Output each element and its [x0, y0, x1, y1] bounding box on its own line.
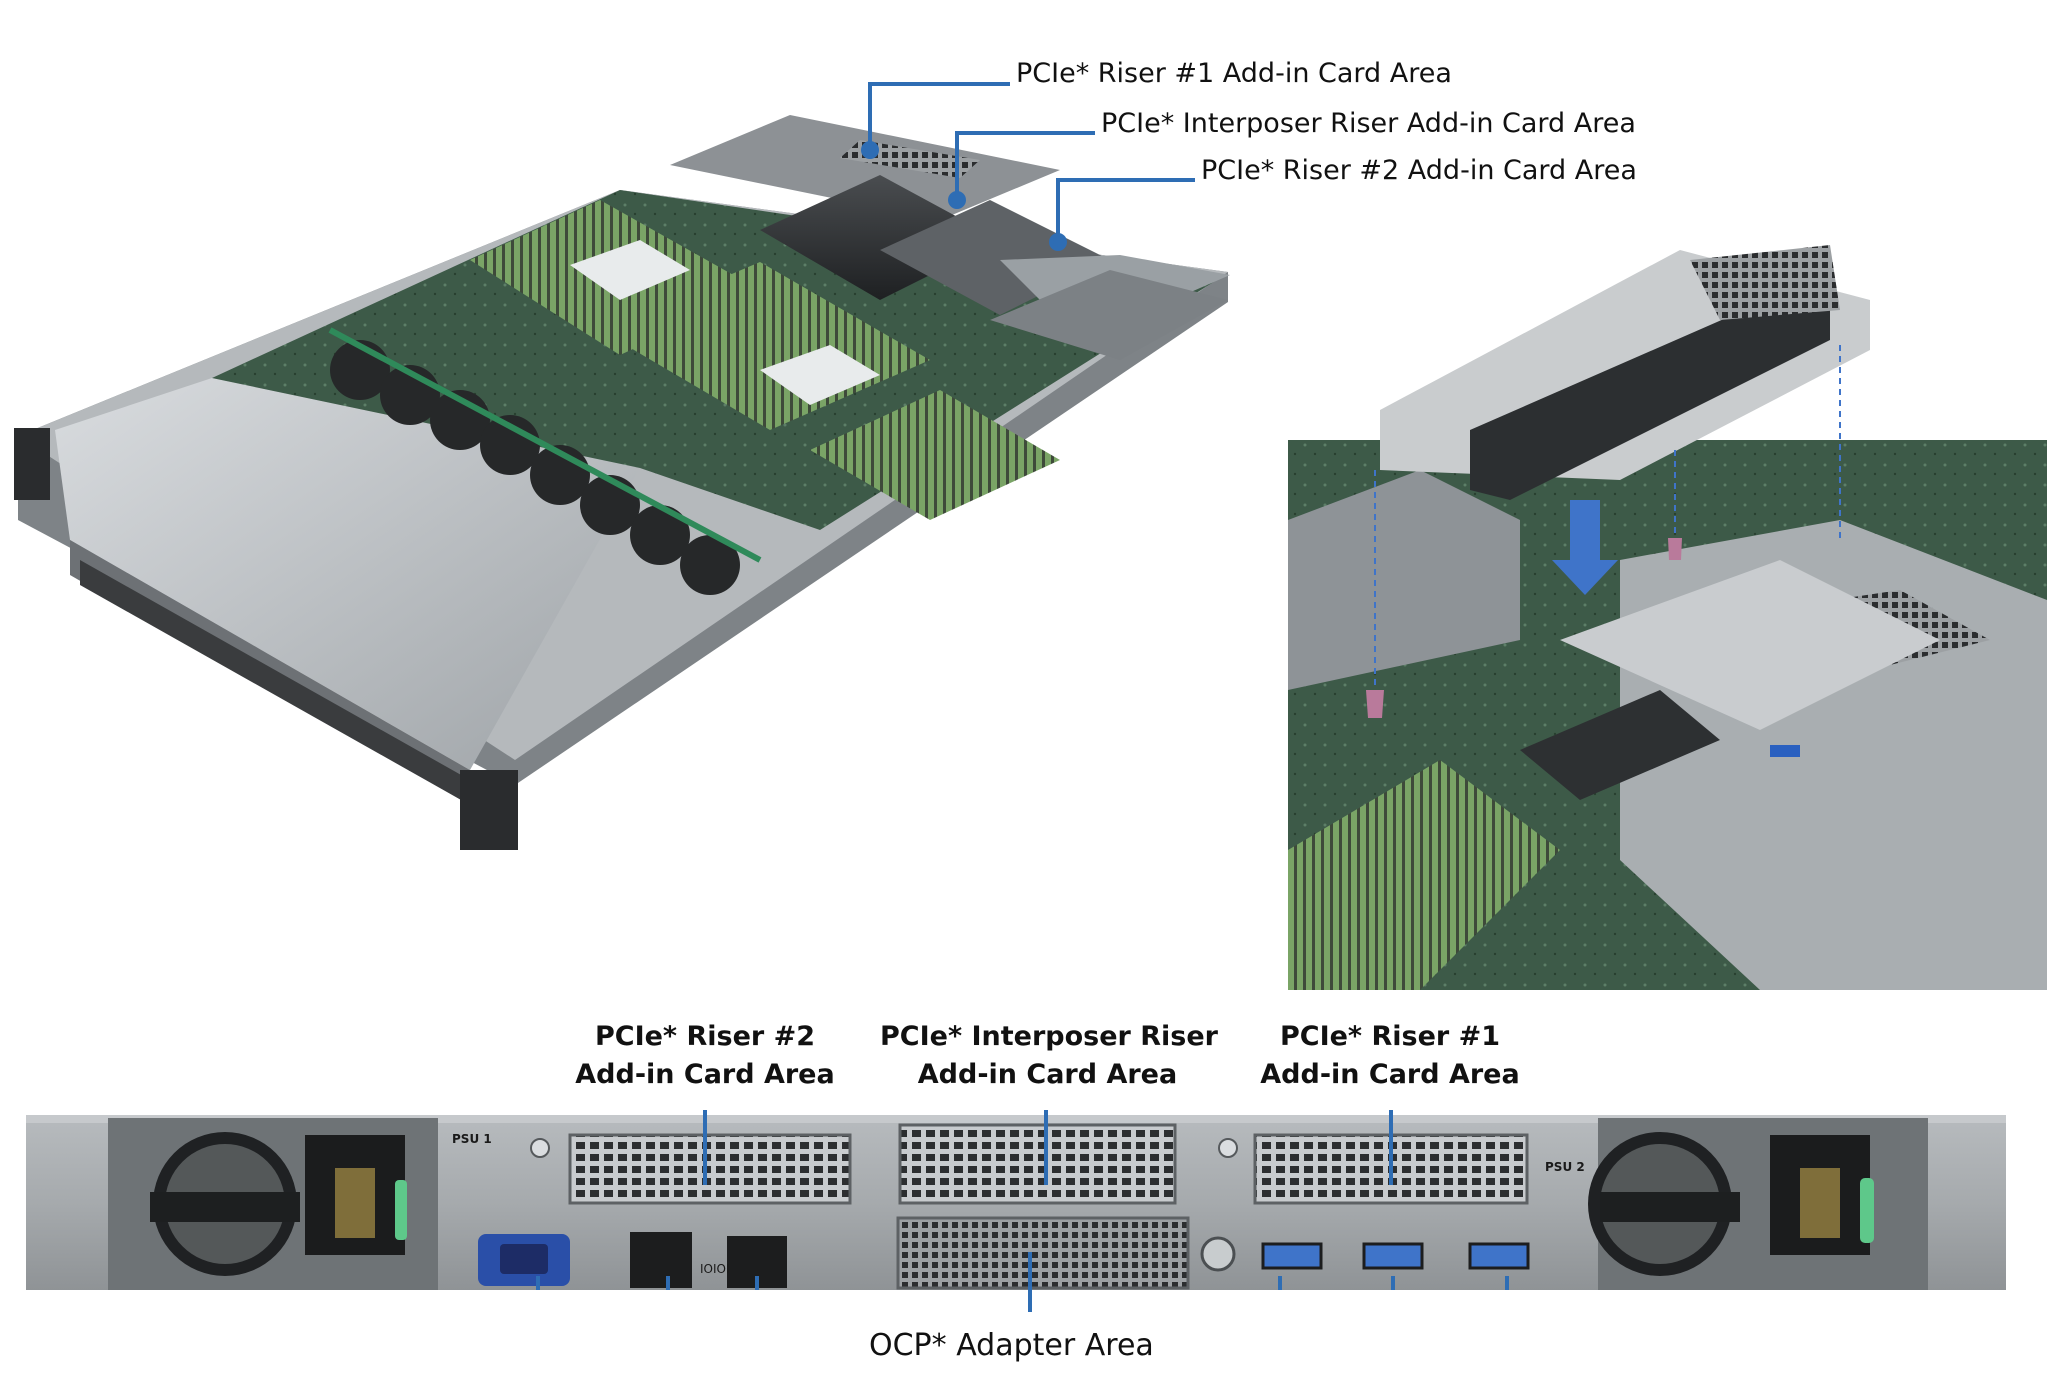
callout-riser2-top: PCIe* Riser #2 Add-in Card Area — [1201, 155, 1637, 186]
callout-interposer-rear-line2: Add-in Card Area — [917, 1059, 1178, 1090]
usb-port-icon — [1261, 1242, 1323, 1270]
riser-install-closeup — [1288, 245, 2047, 990]
callout-riser2-rear-line1: PCIe* Riser #2 — [594, 1021, 816, 1052]
ocp-slot-vent — [896, 1216, 1190, 1290]
network-port-icon — [630, 1232, 692, 1288]
psu2-label: PSU 2 — [1545, 1160, 1585, 1174]
rear-panel — [26, 1115, 2006, 1290]
callout-riser1-top: PCIe* Riser #1 Add-in Card Area — [1016, 58, 1452, 89]
leader-riser1 — [868, 82, 1010, 148]
callout-riser1-rear-line2: Add-in Card Area — [1260, 1059, 1520, 1090]
fan-array — [328, 327, 762, 595]
callout-riser1-rear: PCIe* Riser #1 Add-in Card Area — [1245, 1018, 1535, 1094]
interposer-slot-vent — [898, 1123, 1177, 1205]
top-callout-lines — [861, 82, 1195, 251]
callout-ocp: OCP* Adapter Area — [869, 1328, 1154, 1363]
callout-interposer-top: PCIe* Interposer Riser Add-in Card Area — [1101, 108, 1636, 139]
riser2-slot-vent — [568, 1133, 852, 1205]
rear-callout-lines — [536, 1110, 1509, 1312]
callout-riser2-rear-line2: Add-in Card Area — [575, 1059, 835, 1090]
callout-interposer-rear: PCIe* Interposer Riser Add-in Card Area — [880, 1018, 1219, 1094]
usb-port-icon — [1468, 1242, 1530, 1270]
callout-riser1-rear-line1: PCIe* Riser #1 — [1279, 1021, 1501, 1052]
psu1-label: PSU 1 — [452, 1132, 492, 1146]
callout-riser2-rear: PCIe* Riser #2 Add-in Card Area — [560, 1018, 850, 1094]
leader-riser2 — [1056, 178, 1195, 240]
server-chassis-top-view — [14, 115, 1230, 850]
install-arrow-icon — [1552, 500, 1618, 595]
psu1-module — [108, 1118, 438, 1290]
usb-port-icon — [1362, 1242, 1424, 1270]
leader-interposer — [955, 131, 1095, 198]
callout-interposer-rear-line1: PCIe* Interposer Riser — [880, 1021, 1219, 1052]
serial-port-label: IOIOI — [700, 1262, 730, 1276]
psu2-module — [1588, 1118, 1928, 1290]
